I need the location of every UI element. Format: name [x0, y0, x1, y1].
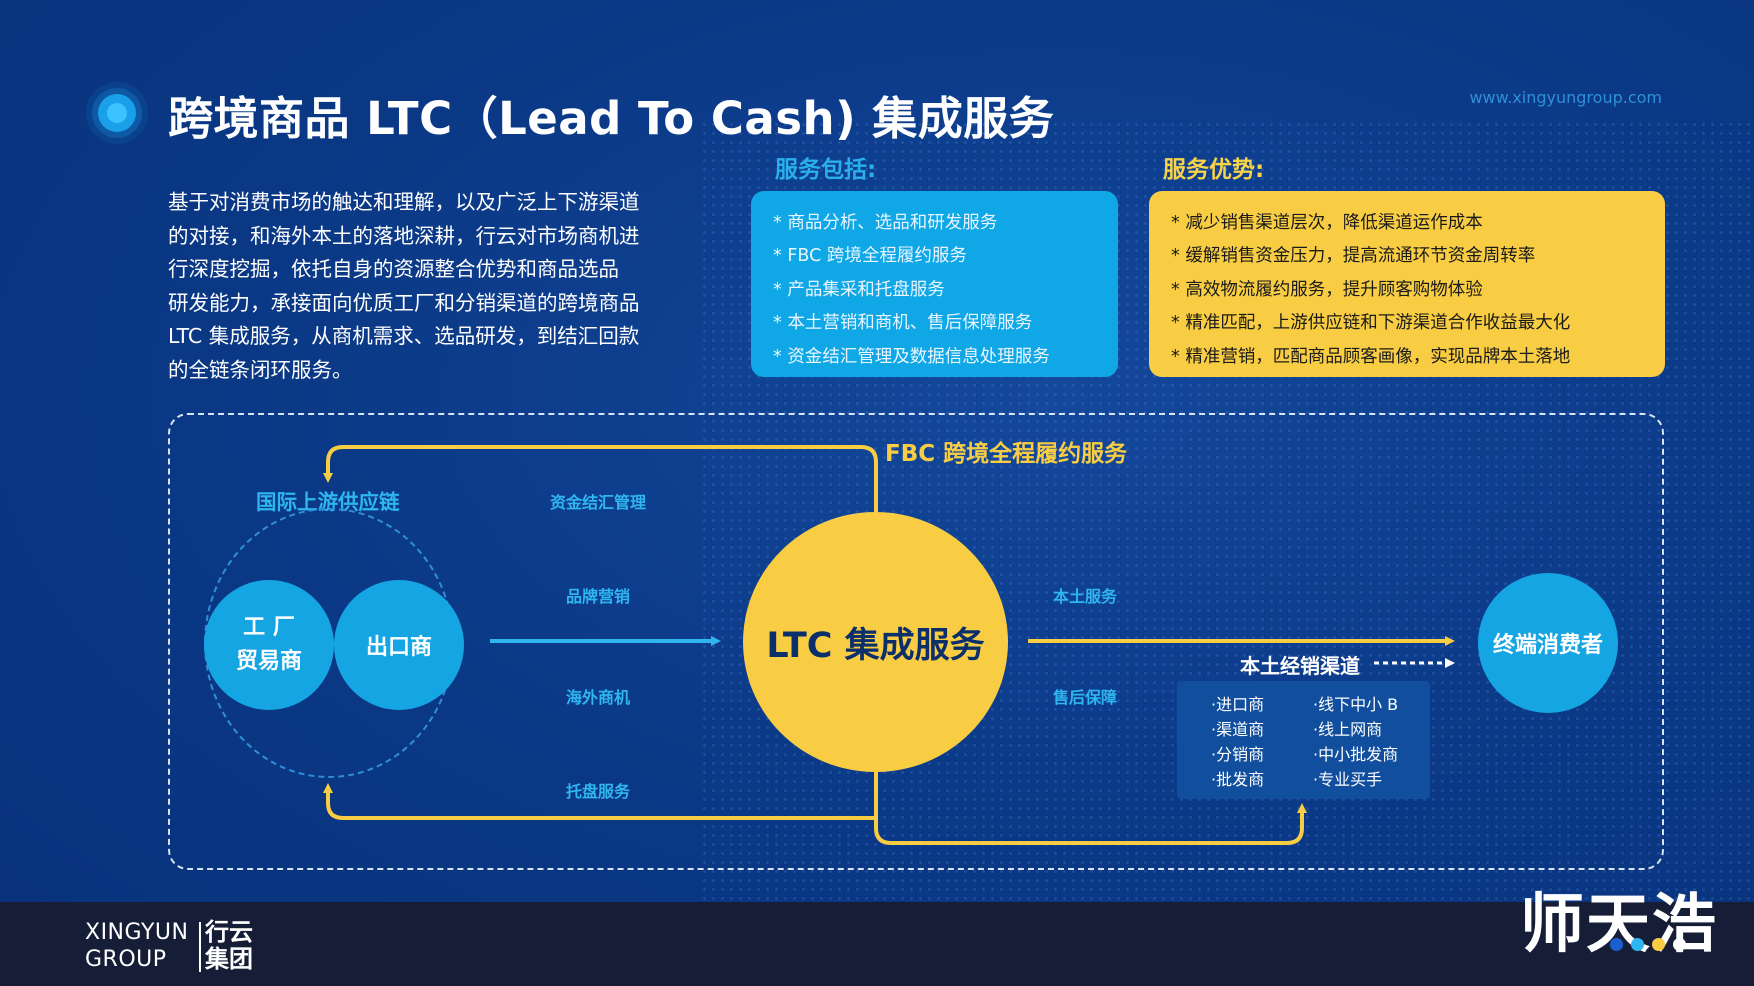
factory-label: 工 厂 — [243, 615, 295, 640]
title-bullet-icon — [98, 94, 136, 132]
logo-en-line: GROUP — [85, 947, 167, 972]
factory-trader-node: 工 厂 贸易商 — [204, 580, 334, 710]
intro-line: 基于对消费市场的触达和理解，以及广泛上下游渠道 — [168, 190, 640, 214]
channel-item: ·专业买手 — [1313, 770, 1383, 789]
service-item: * 本土营销和商机、售后保障服务 — [773, 313, 1033, 334]
company-logo-en: XINGYUN GROUP — [85, 919, 188, 973]
intro-line: 研发能力，承接面向优质工厂和分销渠道的跨境商品 — [168, 290, 640, 315]
watermark-dot — [1631, 938, 1644, 951]
website-url[interactable]: www.xingyungroup.com — [1469, 88, 1662, 107]
watermark-dots — [1610, 938, 1686, 951]
company-logo-cn: 行云 集团 — [205, 919, 253, 973]
flow-label-local-service: 本土服务 — [1053, 587, 1118, 606]
watermark-dot — [1652, 938, 1665, 951]
advantage-item: * 缓解销售资金压力，提高流通环节资金周转率 — [1171, 246, 1536, 267]
channel-item: ·分销商 — [1211, 745, 1265, 764]
channel-item: ·线上网商 — [1313, 720, 1383, 739]
intro-line: 行深度挖掘，依托自身的资源整合优势和商品选品 — [168, 257, 619, 281]
center-to-channel-arrow — [874, 772, 1307, 845]
intro-paragraph: 基于对消费市场的触达和理解，以及广泛上下游渠道 的对接，和海外本土的落地深耕，行… — [168, 186, 668, 387]
intro-line: 的全链条闭环服务。 — [168, 357, 353, 382]
advantage-item: * 精准匹配，上游供应链和下游渠道合作收益最大化 — [1171, 313, 1571, 334]
channel-box: ·进口商 ·线下中小 B ·渠道商 ·线上网商 ·分销商 ·中小批发商 ·批发商… — [1177, 681, 1430, 799]
flow-label-after-sales: 售后保障 — [1053, 688, 1118, 707]
service-item: * 商品分析、选品和研发服务 — [773, 213, 998, 233]
intro-line: LTC 集成服务，从商机需求、选品研发，到结汇回款 — [168, 324, 640, 348]
intro-line: 的对接，和海外本土的落地深耕，行云对市场商机进 — [168, 223, 640, 248]
channel-item: ·批发商 — [1211, 770, 1265, 789]
logo-cn-line: 行云 — [205, 918, 253, 946]
advantages-box: * 减少销售渠道层次，降低渠道运作成本 * 缓解销售资金压力，提高流通环节资金周… — [1149, 191, 1665, 377]
page-title: 跨境商品 LTC（Lead To Cash) 集成服务 — [168, 92, 1055, 145]
exporter-node: 出口商 — [334, 580, 464, 710]
channel-item: ·进口商 — [1211, 695, 1265, 714]
logo-cn-line: 集团 — [205, 945, 253, 973]
services-box: * 商品分析、选品和研发服务 * FBC 跨境全程履约服务 * 产品集采和托盘服… — [751, 191, 1118, 377]
footer-bar — [0, 902, 1754, 986]
channel-item: ·线下中小 B — [1313, 695, 1399, 714]
advantage-item: * 减少销售渠道层次，降低渠道运作成本 — [1171, 213, 1483, 233]
channel-item: ·渠道商 — [1211, 720, 1265, 739]
channel-title: 本土经销渠道 — [1240, 654, 1360, 678]
advantage-item: * 精准营销，匹配商品顾客画像，实现品牌本土落地 — [1171, 346, 1571, 367]
advantages-title: 服务优势: — [1163, 157, 1265, 183]
top-return-arrow — [323, 445, 878, 512]
advantage-item: * 高效物流履约服务，提升顾客购物体验 — [1171, 279, 1483, 300]
fbc-label: FBC 跨境全程履约服务 — [885, 441, 1128, 467]
watermark-dot — [1610, 938, 1623, 951]
flow-label-fund-settlement: 资金结汇管理 — [550, 493, 647, 512]
logo-en-line: XINGYUN — [85, 920, 189, 945]
watermark-dot — [1673, 938, 1686, 951]
channel-item: ·中小批发商 — [1313, 745, 1399, 764]
service-item: * FBC 跨境全程履约服务 — [773, 246, 967, 267]
consumer-node: 终端消费者 — [1478, 573, 1618, 713]
flow-label-brand-marketing: 品牌营销 — [566, 587, 631, 606]
service-item: * 资金结汇管理及数据信息处理服务 — [773, 346, 1050, 367]
service-item: * 产品集采和托盘服务 — [773, 279, 945, 300]
diagram-frame — [168, 413, 1664, 870]
bottom-return-arrow — [323, 783, 876, 820]
logo-divider — [199, 922, 201, 972]
flow-label-overseas-opportunity: 海外商机 — [566, 688, 631, 707]
flow-label-pallet-service: 托盘服务 — [566, 782, 631, 801]
ltc-center-node: LTC 集成服务 — [743, 512, 1008, 772]
watermark-text: 师天浩 — [1520, 888, 1718, 962]
trader-label: 贸易商 — [235, 649, 302, 674]
services-title: 服务包括: — [775, 157, 877, 183]
